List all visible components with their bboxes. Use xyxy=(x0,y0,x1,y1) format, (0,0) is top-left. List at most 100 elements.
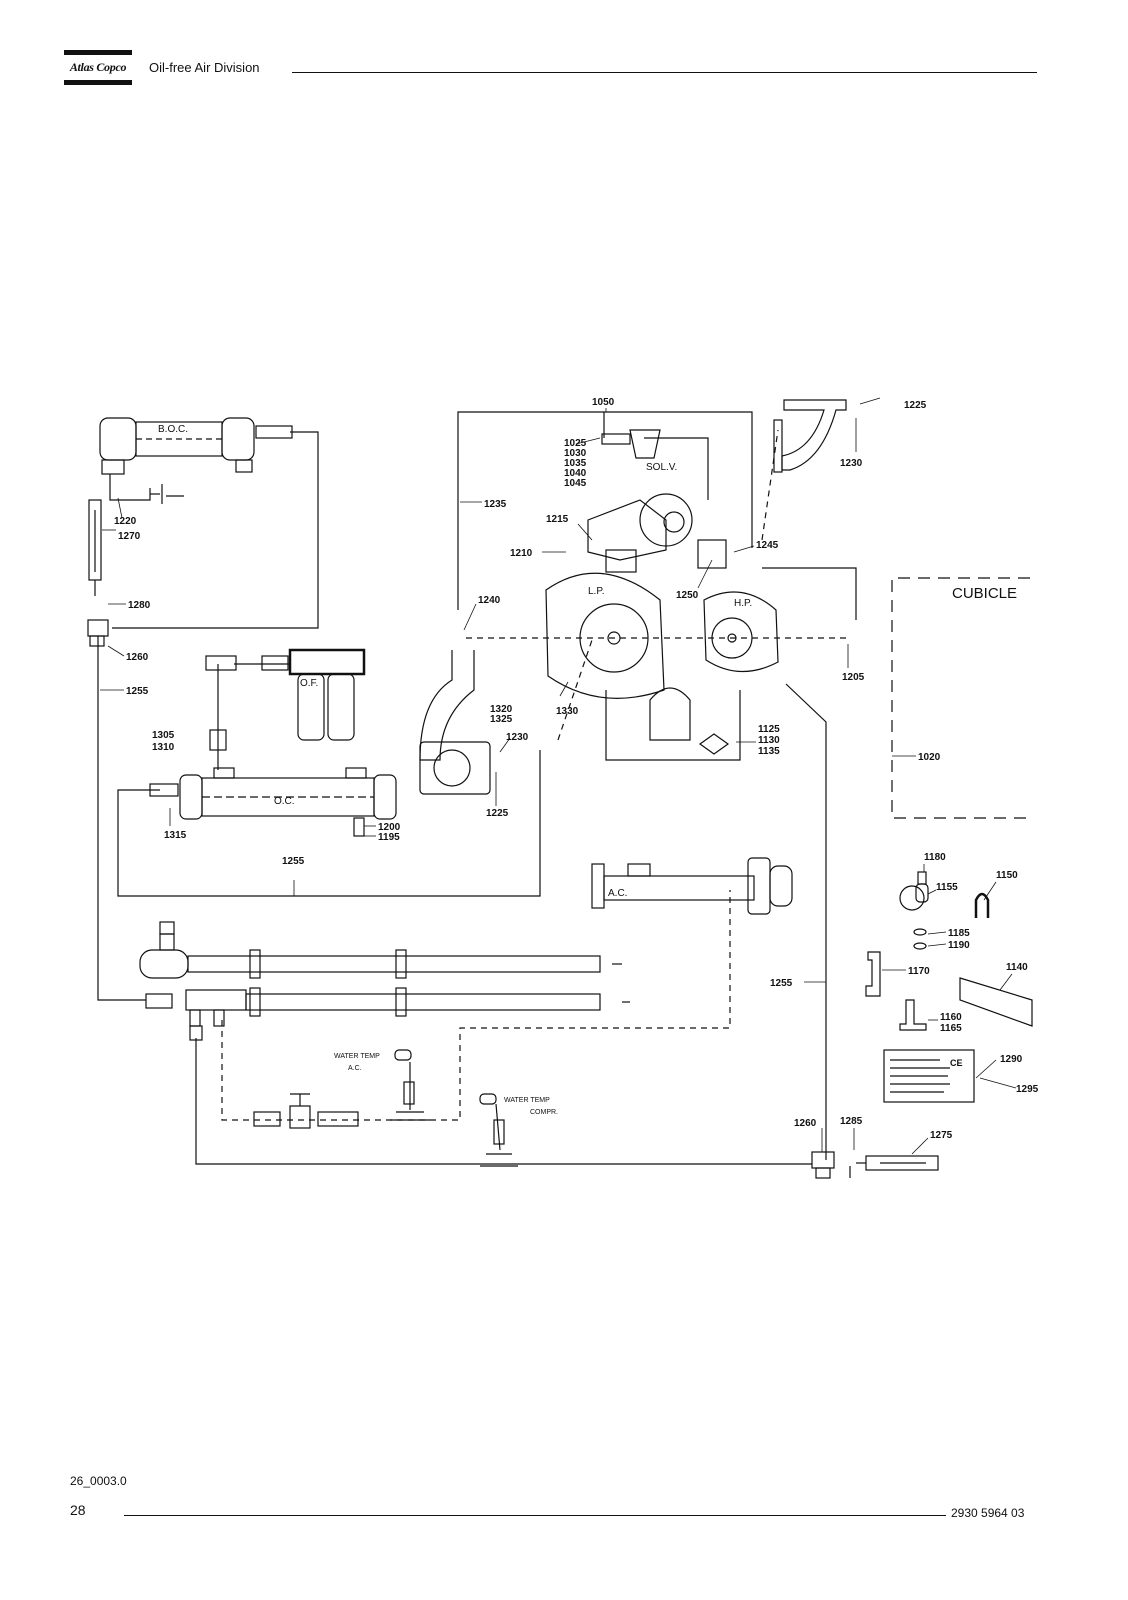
label-ac: A.C. xyxy=(608,888,627,899)
logo-bar-bottom xyxy=(64,80,132,85)
part-1225-mid: 1225 xyxy=(486,808,509,819)
part-1240: 1240 xyxy=(478,595,501,606)
part-1275: 1275 xyxy=(930,1130,953,1141)
part-1165: 1165 xyxy=(940,1023,962,1034)
part-1320: 1320 xyxy=(490,704,513,715)
footer-rule xyxy=(124,1515,946,1516)
pipe-bottom-return xyxy=(195,1038,812,1165)
part-1255-mid: 1255 xyxy=(282,856,305,867)
part-1170: 1170 xyxy=(908,966,930,977)
water-manifold xyxy=(139,921,630,1041)
oil-filter xyxy=(205,648,366,751)
boc-cooler xyxy=(99,417,293,504)
part-1295: 1295 xyxy=(1016,1084,1039,1095)
part-1260-top: 1260 xyxy=(126,652,149,663)
label-of: O.F. xyxy=(300,678,318,689)
part-1255-right: 1255 xyxy=(770,978,793,989)
part-1155: 1155 xyxy=(936,882,958,893)
label-lp: L.P. xyxy=(588,586,605,597)
part-1255-left: 1255 xyxy=(126,686,149,697)
part-1310: 1310 xyxy=(152,742,175,753)
water-temp-sensor-ac xyxy=(390,1049,430,1121)
part-1200: 1200 xyxy=(378,822,401,833)
tee-fitting-1260 xyxy=(87,619,109,647)
pipe-hp-outlet xyxy=(785,683,827,1160)
label-water-temp-compr: WATER TEMP xyxy=(504,1097,550,1104)
label-water-temp-compr-unit: COMPR. xyxy=(530,1109,558,1116)
part-1045: 1045 xyxy=(564,478,587,489)
part-number-labels: 1050 1025 1030 1035 1040 1045 1225 1230 … xyxy=(114,397,1039,1141)
part-1050: 1050 xyxy=(592,397,615,408)
leader-lines xyxy=(100,397,1017,1155)
after-cooler xyxy=(591,857,793,915)
part-1125: 1125 xyxy=(758,724,780,735)
label-water-temp-ac: WATER TEMP xyxy=(334,1053,380,1060)
division-title: Oil-free Air Division xyxy=(149,60,260,75)
part-1285: 1285 xyxy=(840,1116,863,1127)
pipe-top-loop xyxy=(457,411,753,610)
label-cubicle: CUBICLE xyxy=(952,585,1017,602)
part-1230-mid: 1230 xyxy=(506,732,529,743)
thermometer-1270 xyxy=(88,499,102,596)
part-1035: 1035 xyxy=(564,458,587,469)
pipe-solv-right xyxy=(644,437,709,500)
dashed-lines xyxy=(221,429,850,1121)
part-1205: 1205 xyxy=(842,672,865,683)
spare-parts xyxy=(865,871,1033,1103)
label-solv: SOL.V. xyxy=(646,462,677,473)
part-1225-top: 1225 xyxy=(904,400,927,411)
part-1250: 1250 xyxy=(676,590,699,601)
header-rule xyxy=(292,72,1037,73)
part-1190: 1190 xyxy=(948,940,970,951)
part-1185: 1185 xyxy=(948,928,970,939)
logo-wordmark: Atlas Copco xyxy=(69,60,127,74)
water-temp-sensor-compr xyxy=(479,1093,518,1167)
part-1325: 1325 xyxy=(490,714,513,725)
part-1210: 1210 xyxy=(510,548,533,559)
component-labels: B.O.C. SOL.V. L.P. H.P. CUBICLE O.F. O.C… xyxy=(158,424,1017,1116)
compressor-element xyxy=(419,399,847,795)
atlas-copco-logo: Atlas Copco xyxy=(64,50,132,88)
pipe-oc-loop xyxy=(117,750,541,897)
part-1315: 1315 xyxy=(164,830,187,841)
part-1230-top: 1230 xyxy=(840,458,863,469)
oil-cooler xyxy=(149,767,397,837)
part-1235: 1235 xyxy=(484,499,507,510)
part-1270: 1270 xyxy=(118,531,141,542)
label-ce-mark: CE xyxy=(950,1058,963,1068)
part-1330: 1330 xyxy=(556,706,579,717)
part-1195: 1195 xyxy=(378,832,400,843)
part-1290: 1290 xyxy=(1000,1054,1023,1065)
part-1040: 1040 xyxy=(564,468,587,479)
pipe-network xyxy=(97,411,857,1165)
part-1135: 1135 xyxy=(758,746,780,757)
cubicle-enclosure xyxy=(891,577,1030,819)
part-1030: 1030 xyxy=(564,448,587,459)
logo-bar-top xyxy=(64,50,132,55)
part-1025: 1025 xyxy=(564,438,587,449)
label-water-temp-ac-unit: A.C. xyxy=(348,1065,362,1072)
part-1180: 1180 xyxy=(924,852,946,863)
part-1160: 1160 xyxy=(940,1012,962,1023)
label-oc: O.C. xyxy=(274,796,295,807)
part-1150: 1150 xyxy=(996,870,1018,881)
part-1245: 1245 xyxy=(756,540,779,551)
part-1280: 1280 xyxy=(128,600,151,611)
page-number: 28 xyxy=(70,1502,86,1518)
figure-code: 26_0003.0 xyxy=(70,1474,127,1488)
pipe-left-main xyxy=(97,636,146,1001)
part-1220: 1220 xyxy=(114,516,137,527)
pipe-cubicle-feed xyxy=(762,567,857,620)
part-1215: 1215 xyxy=(546,514,569,525)
part-1260-bottom: 1260 xyxy=(794,1118,817,1129)
part-1020: 1020 xyxy=(918,752,941,763)
document-number: 2930 5964 03 xyxy=(951,1506,1025,1520)
pipe-boc-return xyxy=(112,431,319,629)
label-boc: B.O.C. xyxy=(158,424,188,435)
label-hp: H.P. xyxy=(734,598,752,609)
part-1130: 1130 xyxy=(758,735,780,746)
part-1140: 1140 xyxy=(1006,962,1028,973)
part-1305: 1305 xyxy=(152,730,175,741)
water-valve xyxy=(253,1093,359,1129)
